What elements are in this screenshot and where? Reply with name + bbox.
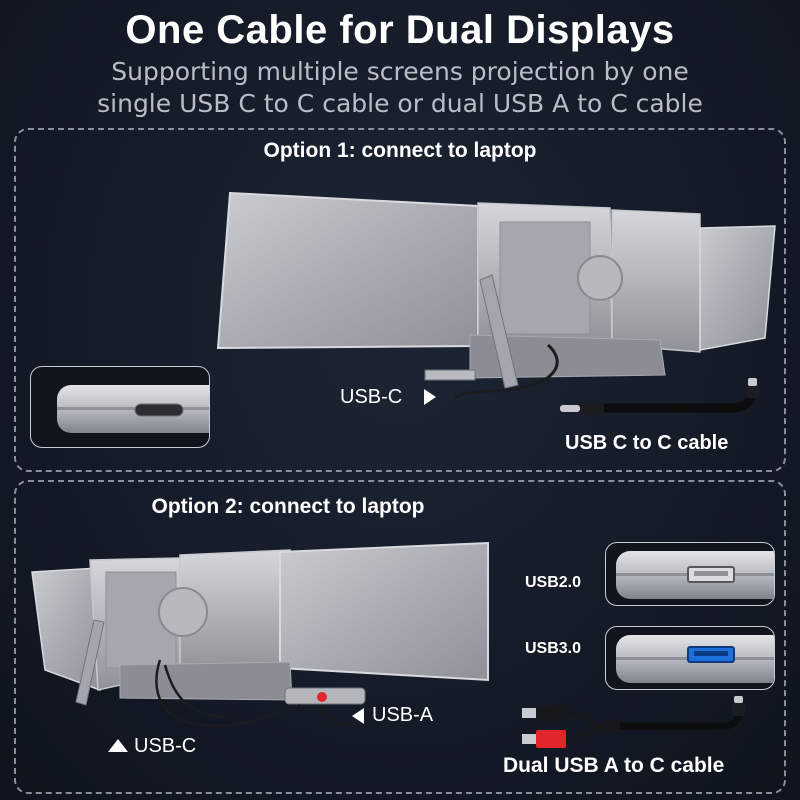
subtitle-line-1: Supporting multiple screens projection b…	[111, 57, 689, 86]
usb2-label: USB2.0	[525, 574, 582, 591]
usb-c-port-label: USB-C	[340, 386, 403, 408]
usb-c-port-label-2: USB-C	[134, 735, 197, 757]
dual-usb-a-to-c-cable-label: Dual USB A to C cable	[503, 754, 725, 777]
subtitle-line-2: single USB C to C cable or dual USB A to…	[97, 89, 703, 118]
laptop-usb-c-inset	[30, 366, 210, 448]
option-2-label: Option 2: connect to laptop	[151, 495, 425, 518]
arrow-right-icon	[424, 389, 436, 405]
laptop-side-usb-c-port	[57, 385, 209, 433]
laptop-usb3-inset	[605, 626, 775, 690]
laptop-side-usb3-port	[616, 635, 774, 683]
usb3-label: USB3.0	[525, 640, 582, 657]
page-title: One Cable for Dual Displays	[125, 8, 675, 52]
laptop-side-usb2-port	[616, 551, 774, 599]
option-1-panel	[14, 128, 786, 472]
usb-a-port-label: USB-A	[372, 704, 434, 726]
laptop-usb2-inset	[605, 542, 775, 606]
arrow-up-icon	[108, 739, 128, 752]
page-subtitle: Supporting multiple screens projection b…	[0, 56, 800, 120]
arrow-left-icon	[352, 708, 364, 724]
usb-c-to-c-cable-label: USB C to C cable	[565, 432, 729, 454]
option-2-panel	[14, 480, 786, 794]
option-1-label: Option 1: connect to laptop	[263, 139, 537, 162]
